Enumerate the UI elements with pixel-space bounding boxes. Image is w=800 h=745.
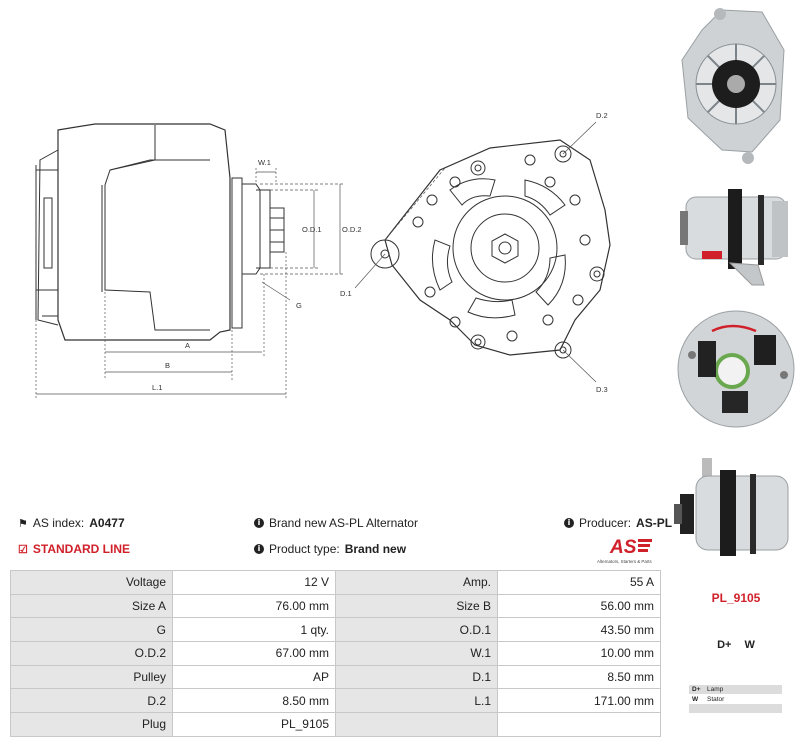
product-photos bbox=[672, 0, 800, 570]
as-pl-logo: AS Alternators, Starters & Parts bbox=[597, 537, 652, 564]
spec-label-cell: W.1 bbox=[335, 641, 498, 666]
producer-value: AS-PL bbox=[636, 516, 673, 530]
info-icon: i bbox=[564, 518, 574, 528]
photo-side-alt bbox=[674, 458, 789, 556]
legend-row: W Stator bbox=[689, 694, 782, 704]
standard-line: ☑ STANDARD LINE bbox=[18, 542, 130, 556]
technical-drawing: W.1 O.D.1 O.D.2 G A B L.1 D.1 bbox=[35, 111, 611, 400]
spec-value-cell: 171.00 mm bbox=[497, 688, 661, 714]
logo-tagline: Alternators, Starters & Parts bbox=[597, 559, 652, 564]
spec-label-cell: O.D.2 bbox=[10, 641, 173, 666]
side-view bbox=[35, 123, 285, 341]
label-d1: D.1 bbox=[340, 289, 352, 298]
spec-label-cell: Voltage bbox=[10, 570, 173, 595]
spec-value-cell: 43.50 mm bbox=[497, 617, 661, 643]
tags-icon: ⚑ bbox=[18, 517, 28, 530]
standard-line-label: STANDARD LINE bbox=[32, 542, 130, 556]
label-w1: W.1 bbox=[258, 158, 271, 167]
spec-value-cell: 10.00 mm bbox=[497, 641, 661, 666]
spec-label-cell bbox=[335, 712, 498, 737]
label-g: G bbox=[296, 301, 302, 310]
as-index-value: A0477 bbox=[89, 516, 125, 530]
label-d2: D.2 bbox=[596, 111, 608, 120]
legend-key: W bbox=[692, 695, 699, 703]
plug-code: PL_9105 bbox=[711, 591, 761, 605]
spec-label-cell: Pulley bbox=[10, 664, 173, 690]
info-icon: i bbox=[254, 544, 264, 554]
front-view bbox=[370, 139, 611, 359]
product-type-value: Brand new bbox=[344, 542, 407, 556]
label-od2: O.D.2 bbox=[342, 225, 362, 234]
checkbox-icon: ☑ bbox=[18, 543, 28, 556]
legend-key: D+ bbox=[692, 686, 701, 693]
photo-front-fan bbox=[681, 8, 785, 164]
label-a: A bbox=[185, 341, 190, 350]
product-description: i Brand new AS-PL Alternator bbox=[254, 516, 418, 530]
label-l1: L.1 bbox=[152, 383, 162, 392]
legend-value: Lamp bbox=[707, 686, 724, 693]
legend-row: D+ Lamp bbox=[689, 685, 782, 694]
spec-value-cell: 55 A bbox=[497, 570, 661, 595]
info-icon: i bbox=[254, 518, 264, 528]
legend-key bbox=[689, 714, 707, 723]
photo-rear bbox=[677, 310, 795, 428]
spec-value-cell: AP bbox=[172, 664, 336, 690]
legend-value bbox=[707, 714, 782, 723]
spec-label-cell: O.D.1 bbox=[335, 617, 498, 643]
product-type: i Product type: Brand new bbox=[254, 542, 406, 556]
spec-value-cell: 8.50 mm bbox=[497, 664, 661, 690]
spec-label-cell: L.1 bbox=[335, 688, 498, 714]
label-b: B bbox=[165, 361, 170, 370]
front-view-labels: D.1 D.2 D.3 bbox=[340, 111, 608, 394]
producer: i Producer: AS-PL bbox=[564, 516, 672, 530]
spec-label-cell: Size B bbox=[335, 593, 498, 619]
producer-label: Producer: bbox=[579, 516, 632, 530]
spec-value-cell: PL_9105 bbox=[172, 712, 336, 737]
legend-key bbox=[689, 704, 707, 713]
plug-terminals: D+ W bbox=[717, 639, 755, 651]
front-view-leaders bbox=[354, 121, 597, 383]
spec-value-cell: 76.00 mm bbox=[172, 593, 336, 619]
label-d3: D.3 bbox=[596, 385, 608, 394]
legend-row bbox=[689, 704, 782, 713]
legend-value: Stator bbox=[707, 695, 725, 703]
side-view-dimensions bbox=[35, 168, 345, 400]
spec-label-cell: D.1 bbox=[335, 664, 498, 690]
spec-label-cell: G bbox=[10, 617, 173, 643]
product-type-label: Product type: bbox=[269, 542, 340, 556]
spec-value-cell: 56.00 mm bbox=[497, 593, 661, 619]
photo-side bbox=[680, 189, 788, 286]
as-index-label: AS index: bbox=[32, 516, 85, 530]
spec-label-cell: Amp. bbox=[335, 570, 498, 595]
logo-mark: AS bbox=[609, 537, 637, 558]
spec-value-cell: 8.50 mm bbox=[172, 688, 336, 714]
label-od1: O.D.1 bbox=[302, 225, 322, 234]
legend-value bbox=[707, 704, 782, 713]
as-index: ⚑ AS index: A0477 bbox=[18, 516, 125, 530]
description-text: Brand new AS-PL Alternator bbox=[269, 516, 418, 530]
spec-value-cell: 67.00 mm bbox=[172, 641, 336, 666]
spec-label-cell: Plug bbox=[10, 712, 173, 737]
spec-value-cell: 1 qty. bbox=[172, 617, 336, 643]
spec-value-cell bbox=[497, 712, 661, 737]
spec-value-cell: 12 V bbox=[172, 570, 336, 595]
spec-label-cell: D.2 bbox=[10, 688, 173, 714]
spec-label-cell: Size A bbox=[10, 593, 173, 619]
legend-row bbox=[689, 713, 782, 723]
side-view-dimension-labels: W.1 O.D.1 O.D.2 G A B L.1 bbox=[152, 158, 362, 392]
